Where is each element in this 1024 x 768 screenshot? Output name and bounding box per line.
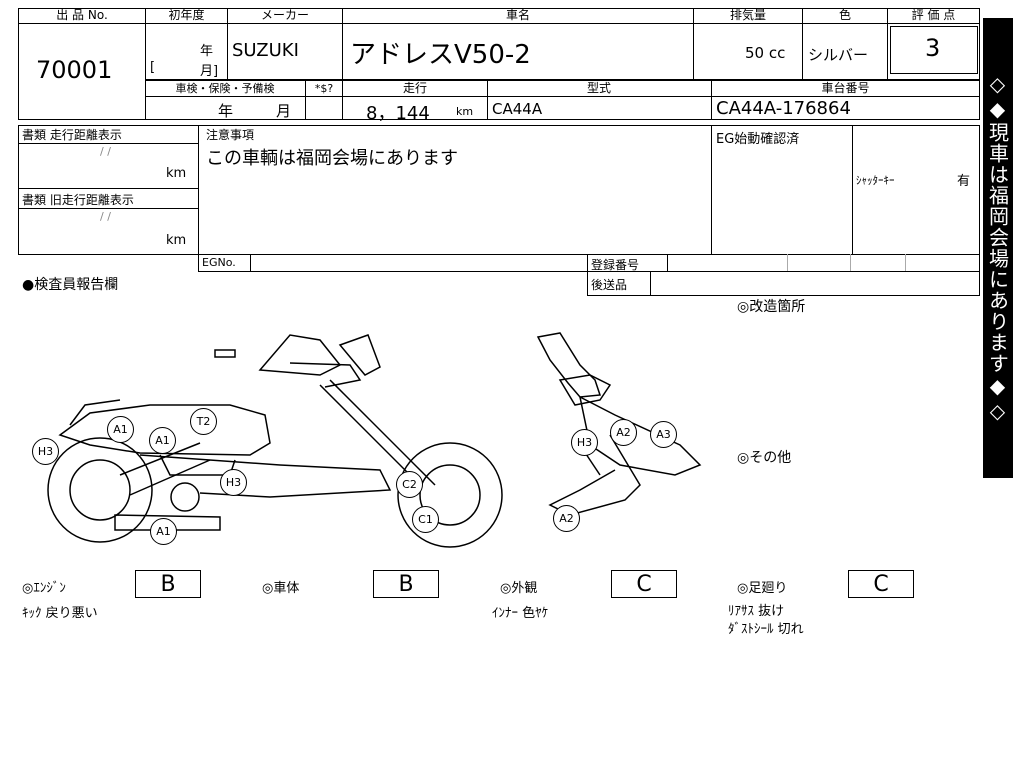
mark-t2: T2 [190, 408, 217, 435]
mark-h3-front: H3 [571, 429, 598, 456]
doc1-label: 書類 走行距離表示 [22, 128, 122, 142]
ship-row [587, 271, 980, 296]
name-label: 車名 [342, 8, 694, 24]
maker: SUZUKI [232, 40, 299, 61]
mark-a2-floor: A2 [553, 505, 580, 532]
suspension-remark-2: ﾀﾞｽﾄｼｰﾙ 切れ [728, 622, 804, 637]
year-unit: 年 [200, 44, 214, 59]
doc1-unit: km [166, 166, 187, 181]
egno-row [198, 254, 980, 272]
lot-no: 70001 [36, 56, 113, 84]
inspection-label: 車検・保険・予備検 [175, 82, 275, 95]
year-label: 初年度 [145, 8, 228, 24]
mark-h3-rear: H3 [32, 438, 59, 465]
maker-label: メーカー [227, 8, 343, 24]
mileage-label: 走行 [402, 81, 427, 95]
score: 3 [925, 34, 941, 62]
other-label: ◎その他 [737, 450, 792, 466]
modify-label: ◎改造箇所 [737, 299, 806, 315]
engine-grade-label: ◎ｴﾝｼﾞﾝ [22, 581, 66, 596]
model: CA44A [492, 100, 543, 118]
mileage-unit: km [456, 105, 474, 118]
doc1-slash: / / [100, 145, 111, 158]
color-label: 色 [802, 8, 888, 24]
engine-grade: B [135, 570, 201, 598]
lot-no-label: 出 品 No. [18, 8, 146, 24]
mark-a2-front: A2 [610, 419, 637, 446]
mileage: 8，144 [366, 103, 430, 124]
doc2-label: 書類 旧走行距離表示 [22, 193, 134, 207]
mark-a3: A3 [650, 421, 677, 448]
exterior-grade: C [611, 570, 677, 598]
mark-a1-muffler: A1 [150, 518, 177, 545]
reg-label: 登録番号 [591, 258, 640, 272]
displacement-label: 排気量 [693, 8, 803, 24]
ship-label: 後送品 [591, 278, 628, 292]
model-label: 型式 [586, 81, 611, 95]
mark-a1-seat: A1 [107, 416, 134, 443]
notes-label: 注意事項 [206, 128, 255, 142]
ins-year: 年 [218, 102, 234, 120]
suspension-remark-1: ﾘｱｻｽ 抜け [728, 604, 785, 619]
vehicle-name: アドレスV50-2 [350, 40, 531, 70]
location-sidebar: ◇◆現車は福岡会場にあります◆◇ [983, 18, 1013, 478]
score-label: 評 価 点 [887, 8, 980, 24]
engine-remark: ｷｯｸ 戻り悪い [22, 606, 98, 621]
exterior-remark: ｲﾝﾅｰ 色ﾔｹ [492, 606, 549, 621]
bracket-open: [ [150, 60, 156, 75]
dollar-label: *$? [314, 82, 334, 95]
score-cell [887, 8, 980, 80]
notes-text: この車輌は福岡会場にあります [206, 148, 458, 169]
mark-c1: C1 [412, 506, 439, 533]
score-box [890, 26, 978, 74]
mark-c2: C2 [396, 471, 423, 498]
doc2-unit: km [166, 233, 187, 248]
eg-label: EG始動確認済 [716, 132, 800, 147]
ins-month: 月 [276, 102, 292, 120]
body-grade-label: ◎車体 [262, 581, 300, 596]
body-grade: B [373, 570, 439, 598]
exterior-grade-label: ◎外観 [500, 581, 538, 596]
doc2-slash: / / [100, 210, 111, 223]
frame-label: 車台番号 [821, 81, 870, 95]
mark-a1-body: A1 [149, 427, 176, 454]
inspector-label: ●検査員報告欄 [22, 277, 119, 293]
egno-label: EGNo. [202, 256, 236, 269]
mark-h3-floor: H3 [220, 469, 247, 496]
shutter-label: ｼｬｯﾀｰｷｰ [856, 174, 895, 187]
suspension-grade: C [848, 570, 914, 598]
scooter-side-diagram [47, 334, 503, 548]
docs-section [18, 125, 980, 255]
suspension-grade-label: ◎足廻り [737, 581, 788, 596]
frame-no: CA44A-176864 [716, 98, 851, 119]
row2-labels [145, 80, 980, 97]
color: シルバー [808, 46, 869, 64]
month-unit: 月] [200, 64, 219, 79]
shutter-value: 有 [957, 174, 971, 189]
displacement: 50 cc [745, 44, 786, 62]
